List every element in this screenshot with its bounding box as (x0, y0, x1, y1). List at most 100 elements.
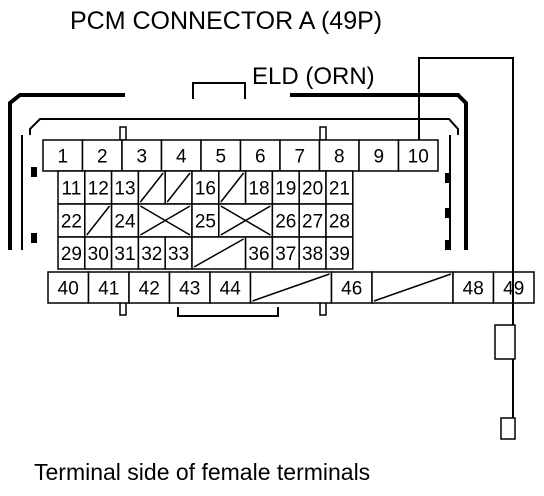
terminal-label: 36 (248, 244, 269, 265)
terminal-blank (164, 170, 193, 205)
terminal-28: 28 (325, 203, 354, 238)
terminal-26: 26 (271, 203, 300, 238)
terminal-25: 25 (191, 203, 220, 238)
terminal-label: 31 (114, 244, 135, 265)
test-probe (494, 324, 516, 360)
terminal-9: 9 (358, 139, 400, 172)
terminal-label: 8 (334, 147, 345, 168)
terminal-20: 20 (298, 170, 327, 205)
housing-notch (319, 301, 327, 316)
terminal-blank (137, 170, 166, 205)
terminal-36: 36 (244, 236, 274, 270)
terminal-6: 6 (239, 139, 281, 172)
terminal-5: 5 (200, 139, 242, 172)
terminal-27: 27 (298, 203, 327, 238)
terminal-label: 21 (329, 179, 350, 200)
blank-cross (140, 205, 191, 236)
terminal-18: 18 (244, 170, 274, 205)
terminal-30: 30 (84, 236, 113, 270)
terminal-label: 19 (275, 179, 296, 200)
terminal-label: 26 (275, 212, 296, 233)
blank-slash (139, 172, 164, 203)
terminal-blank (191, 236, 247, 270)
terminal-label: 29 (61, 244, 82, 265)
terminal-label: 10 (408, 147, 429, 168)
terminal-blank (84, 203, 113, 238)
terminal-2: 2 (81, 139, 123, 172)
terminal-label: 16 (195, 179, 216, 200)
terminal-10: 10 (397, 139, 439, 172)
eld-wire (418, 57, 514, 325)
terminal-43: 43 (168, 271, 211, 304)
terminal-3: 3 (121, 139, 163, 172)
terminal-blank (249, 271, 333, 304)
connector-outer-shell (8, 93, 468, 250)
terminal-label: 24 (114, 212, 136, 233)
terminal-label: 1 (57, 147, 68, 168)
polarity-mark (445, 173, 451, 183)
terminal-39: 39 (325, 236, 354, 270)
blank-slash (252, 273, 330, 302)
terminal-label: 22 (61, 212, 82, 233)
housing-notch (119, 301, 127, 316)
terminal-label: 3 (136, 147, 147, 168)
blank-slash (86, 205, 111, 236)
terminal-32: 32 (137, 236, 166, 270)
terminal-29: 29 (57, 236, 86, 270)
blank-slash (166, 172, 191, 203)
wire-label: ELD (ORN) (252, 63, 375, 90)
terminal-label: 38 (302, 244, 323, 265)
terminal-label: 37 (275, 244, 296, 265)
terminal-41: 41 (87, 271, 130, 304)
connector-inner-housing (29, 118, 459, 135)
terminal-label: 42 (139, 279, 160, 300)
probe-tip (500, 417, 516, 440)
terminal-label: 13 (114, 179, 135, 200)
blank-slash (220, 172, 245, 203)
terminal-label: 27 (302, 212, 323, 233)
polarity-mark (31, 233, 37, 243)
terminal-label: 41 (98, 279, 119, 300)
terminal-label: 33 (168, 244, 189, 265)
terminal-label: 46 (341, 279, 362, 300)
terminal-blank (371, 271, 454, 304)
terminal-22: 22 (57, 203, 86, 238)
connector-latch (192, 82, 246, 99)
terminal-blank (218, 203, 274, 238)
terminal-label: 5 (215, 147, 226, 168)
terminal-label: 32 (141, 244, 162, 265)
terminal-label: 44 (220, 279, 242, 300)
terminal-label: 2 (97, 147, 108, 168)
terminal-8: 8 (318, 139, 360, 172)
terminal-4: 4 (160, 139, 202, 172)
terminal-37: 37 (271, 236, 300, 270)
terminal-12: 12 (84, 170, 113, 205)
connector-bottom-key (177, 307, 279, 317)
terminal-label: 6 (255, 147, 266, 168)
terminal-16: 16 (191, 170, 220, 205)
terminal-label: 25 (195, 212, 216, 233)
terminal-42: 42 (128, 271, 171, 304)
terminal-label: 9 (373, 147, 384, 168)
terminal-38: 38 (298, 236, 327, 270)
blank-cross (220, 205, 271, 236)
housing-notch (119, 126, 127, 141)
terminal-label: 30 (88, 244, 109, 265)
terminal-24: 24 (110, 203, 140, 238)
polarity-mark (445, 240, 451, 250)
blank-slash (193, 238, 244, 268)
terminal-blank (218, 170, 247, 205)
polarity-mark (445, 208, 451, 218)
blank-slash (373, 273, 452, 302)
terminal-label: 40 (58, 279, 79, 300)
terminal-label: 39 (329, 244, 350, 265)
terminal-label: 43 (179, 279, 200, 300)
terminal-48: 48 (452, 271, 495, 304)
terminal-label: 20 (302, 179, 323, 200)
diagram-caption: Terminal side of female terminals (34, 459, 370, 485)
terminal-44: 44 (209, 271, 252, 304)
terminal-label: 7 (294, 147, 305, 168)
terminal-label: 48 (463, 279, 484, 300)
terminal-blank (137, 203, 193, 238)
